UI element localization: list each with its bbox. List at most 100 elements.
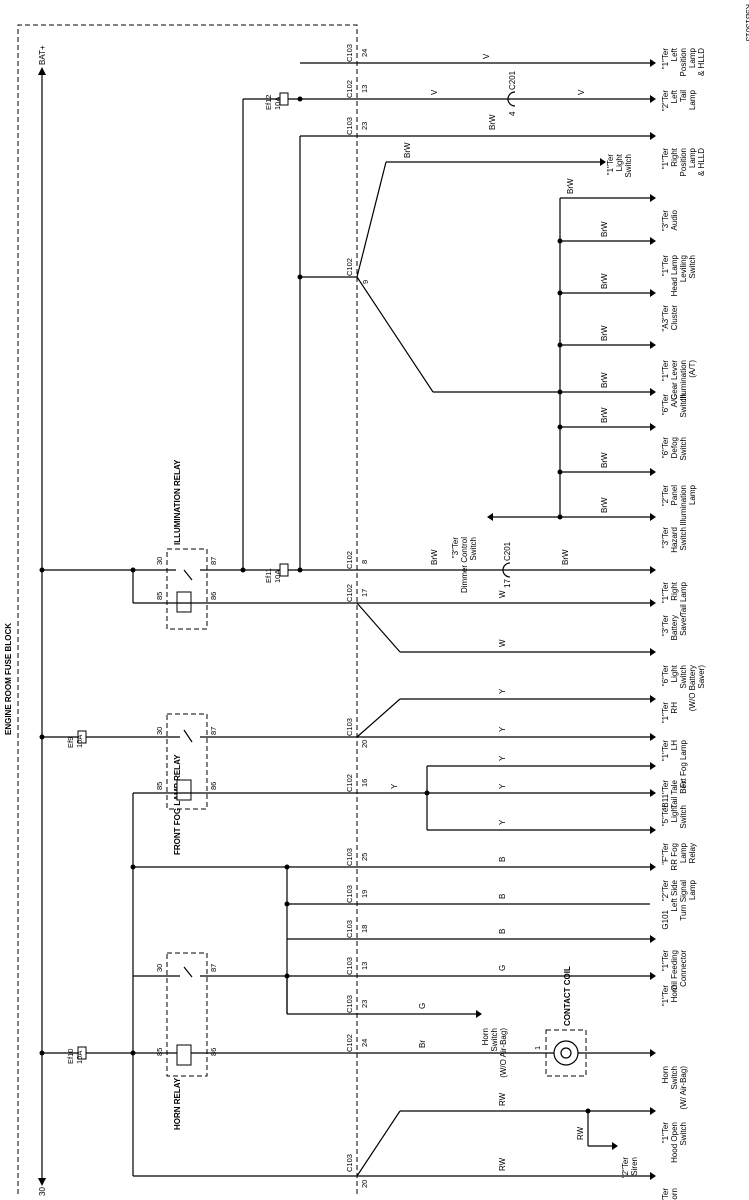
component-label-head-lamp-leveling-line-3: Switch — [688, 255, 697, 279]
wire-color-y-2: Y — [498, 688, 507, 694]
arrow-turn-signal — [650, 863, 656, 871]
wire-color-y-3: Y — [390, 783, 399, 789]
contact-coil-label: CONTACT COIL — [563, 966, 572, 1026]
wire-color-brw-5: BrW — [600, 273, 609, 289]
component-label-horn-2-line-1: Horn — [670, 1188, 679, 1200]
illumination-relay-switch — [183, 569, 193, 581]
component-label-horn-switch-wo-line-2: (W/O Air-Bag) — [499, 1028, 508, 1078]
component-label-lh-fog-line-0: "1"Ter — [661, 740, 670, 762]
front-fog-relay-coil — [176, 779, 192, 801]
illum-pin-85: 85 — [155, 592, 164, 600]
arrow-light-switch-5 — [650, 789, 656, 797]
component-label-lh-fog-line-2: Frt Fog Lamp — [679, 739, 688, 788]
c201-mid-pin: 17 — [503, 579, 512, 588]
arrow-right-position — [650, 132, 656, 140]
conn-r7: C103 — [345, 718, 354, 736]
c201-top-label: C201 — [508, 70, 517, 90]
component-label-left-position-lamp-line-1: Left — [670, 47, 679, 61]
component-label-rh-fog-line-0: "1"Ter — [661, 702, 670, 724]
arrow-right-tail — [650, 566, 656, 574]
wire-color-rw-1: RW — [498, 1157, 507, 1171]
wire-color-brw-6: BrW — [600, 325, 609, 341]
conn-r10-pin: 19 — [360, 890, 369, 898]
wire-to-bus-a — [356, 276, 434, 393]
conn-r13-pin: 23 — [360, 1000, 369, 1008]
wire-color-w-1: W — [498, 590, 507, 598]
horn-pin-30: 30 — [155, 964, 164, 972]
component-label-head-lamp-leveling-line-2: Leviling — [679, 255, 688, 282]
wire-color-rw-3: RW — [576, 1126, 585, 1140]
component-label-gear-lever-line-1: Gear Lever — [670, 360, 679, 400]
component-label-turn-signal-line-3: Lamp — [688, 879, 697, 900]
arrow-horn-2 — [650, 1172, 656, 1180]
junction-427-793 — [424, 790, 430, 796]
junction-243-570 — [240, 567, 246, 573]
component-label-rr-fog-relay-line-0: "F"Ter — [661, 843, 670, 865]
wire-color-w-2: W — [498, 639, 507, 647]
junction-bat-1053 — [39, 1050, 45, 1056]
component-label-right-position-lamp-line-2: Position — [679, 148, 688, 176]
conn-r10: C103 — [345, 885, 354, 903]
arrow-siren — [612, 1142, 618, 1150]
conn-r5-pin: 8 — [360, 560, 369, 564]
component-label-cluster-line-0: "A3"Ter — [661, 305, 670, 332]
bat-arrow-bottom — [38, 1178, 46, 1186]
arrow-audio — [650, 194, 656, 202]
junction-ac — [557, 389, 563, 395]
ef11-id: Ef11 — [264, 568, 273, 583]
contact-coil-box — [545, 1029, 587, 1077]
junction-cluster — [557, 290, 563, 296]
component-label-horn-switch-wo-line-1: Switch — [490, 1028, 499, 1052]
component-label-siren-line-0: "2"Ter — [621, 1157, 630, 1179]
arrow-battery-saver — [650, 599, 656, 607]
junction-c102-9 — [297, 274, 303, 280]
arrow-ac — [650, 388, 656, 396]
component-label-turn-signal-line-1: Left Side — [670, 879, 679, 911]
wire-color-brw-10: BrW — [600, 497, 609, 513]
illum-pin-86: 86 — [209, 592, 218, 600]
component-label-light-switch-5-line-0: "5"Ter — [661, 805, 670, 827]
horn-relay-coil — [176, 1044, 192, 1066]
component-label-right-position-lamp-line-4: & HLLD — [697, 148, 706, 176]
component-label-light-switch-1-line-0: "1"Ter — [606, 154, 615, 176]
component-label-left-position-lamp-line-4: & HLLD — [697, 48, 706, 76]
component-label-hood-open-line-0: "1"Ter — [661, 1122, 670, 1144]
wire-color-brw-11: BrW — [430, 549, 439, 565]
component-label-turn-signal-line-2: Turn Signal — [679, 880, 688, 921]
ef9-fuse — [77, 730, 87, 744]
component-label-horn-switch-wo-line-0: Horn — [481, 1028, 490, 1045]
conn-r7-pin: 20 — [360, 740, 369, 748]
wire-to-light-switch — [356, 161, 387, 278]
junction-gear — [557, 342, 563, 348]
component-label-tail-tale-box-line-0: "B11"Ter — [661, 780, 670, 811]
component-label-rr-fog-relay-line-3: Relay — [688, 843, 697, 863]
wire-color-b-3: B — [498, 929, 507, 934]
fog-pin-85: 85 — [155, 782, 164, 790]
component-label-head-lamp-leveling-line-0: "1"Ter — [661, 255, 670, 277]
component-label-rr-fog-relay-line-1: RR Fog — [670, 843, 679, 871]
component-label-lh-fog-line-1: LH — [670, 740, 679, 750]
component-label-gear-lever-line-3: (A/T) — [688, 360, 697, 378]
wire-color-brw-4: BrW — [600, 221, 609, 237]
conn-r1: C103 — [345, 44, 354, 62]
component-label-horn-switch-w-line-0: Horn — [661, 1066, 670, 1083]
junction-panel — [557, 469, 563, 475]
component-label-horn-switch-w-line-1: Switch — [670, 1066, 679, 1090]
conn-r1-pin: 24 — [360, 49, 369, 57]
arrow-horn-1 — [650, 972, 656, 980]
component-label-tail-tale-box-line-1: Tail Tale — [670, 779, 679, 808]
conn-r9-pin: 25 — [360, 853, 369, 861]
component-label-right-tail-lamp-line-2: Tail Lamp — [679, 581, 688, 616]
c201-top-pin: 4 — [508, 111, 517, 116]
component-label-right-tail-lamp-line-0: "1"Ter — [661, 582, 670, 604]
component-label-oil-feeding-line-1: Oil Feeding — [670, 950, 679, 991]
conn-r14: C102 — [345, 1034, 354, 1052]
wire-color-brw-12: BrW — [561, 549, 570, 565]
component-label-oil-feeding-line-2: Connector — [679, 950, 688, 987]
conn-r11: C103 — [345, 920, 354, 938]
component-label-battery-saver-line-0: "3"Ter — [661, 615, 670, 637]
arrow-cluster — [650, 289, 656, 297]
fuse-block-title: ENGINE ROOM FUSE BLOCK — [4, 623, 13, 735]
conn-r6-pin: 17 — [360, 589, 369, 597]
component-label-panel-illum-line-2: Illumination — [679, 485, 688, 525]
